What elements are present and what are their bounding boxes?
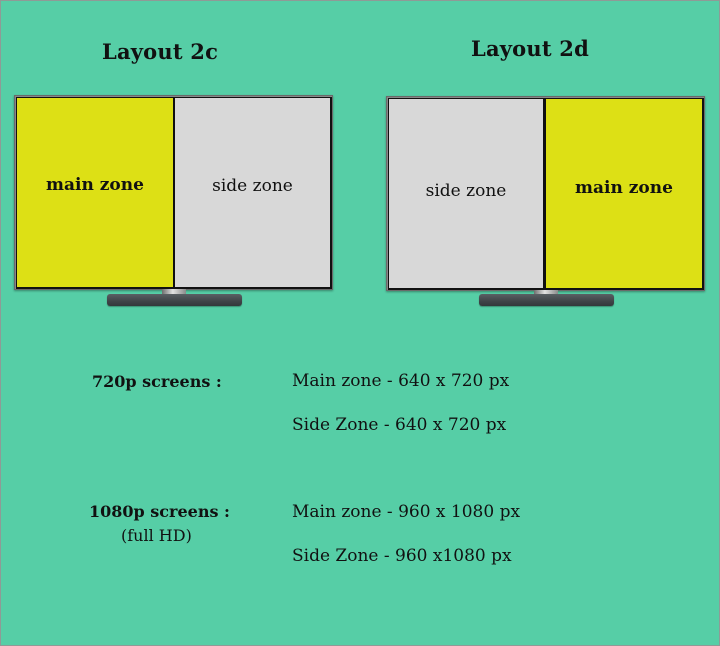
side-zone-label: side zone bbox=[212, 175, 293, 196]
spec-720p-main: Main zone - 640 x 720 px bbox=[292, 371, 510, 391]
screen-1080p-label: 1080p screens : bbox=[89, 502, 230, 521]
spec-1080p-side: Side Zone - 960 x1080 px bbox=[292, 546, 512, 566]
layout-2c-title: Layout 2c bbox=[102, 39, 219, 64]
main-zone-label: main zone bbox=[46, 174, 144, 195]
tv-layout-2c: main zone side zone bbox=[14, 95, 333, 290]
tv-stand-neck bbox=[534, 290, 558, 297]
side-zone: side zone bbox=[175, 98, 330, 287]
main-zone: main zone bbox=[546, 99, 702, 288]
tv-stand-base bbox=[107, 294, 242, 306]
main-zone: main zone bbox=[17, 98, 173, 287]
main-zone-label: main zone bbox=[575, 177, 673, 198]
side-zone: side zone bbox=[389, 99, 543, 288]
layout-2d-title: Layout 2d bbox=[471, 36, 589, 61]
tv-layout-2d: side zone main zone bbox=[386, 96, 705, 291]
screen-1080p-sublabel: (full HD) bbox=[121, 526, 192, 545]
spec-720p-side: Side Zone - 640 x 720 px bbox=[292, 415, 507, 435]
tv-stand-base bbox=[479, 294, 614, 306]
side-zone-label: side zone bbox=[425, 180, 507, 201]
screen-720p-label: 720p screens : bbox=[92, 372, 222, 391]
tv-stand-neck bbox=[162, 289, 186, 296]
spec-1080p-main: Main zone - 960 x 1080 px bbox=[292, 502, 521, 522]
